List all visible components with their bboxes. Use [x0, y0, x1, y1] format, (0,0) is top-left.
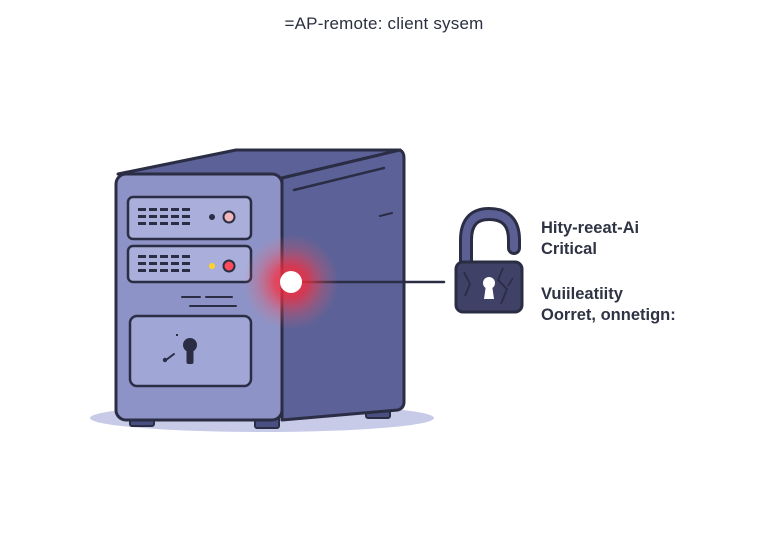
keyhole-icon: [183, 338, 197, 364]
vulnerability-detail: Oorret, onnetign:: [541, 306, 676, 324]
severity-label: Critical: [541, 240, 597, 258]
cracked-open-padlock-icon: [454, 206, 524, 314]
server-tower-icon: [114, 148, 406, 429]
status-led-yellow: [209, 263, 215, 269]
status-led-dark: [209, 214, 215, 220]
alert-led-red: [222, 259, 236, 273]
breach-glow-icon: [243, 234, 339, 330]
page-title: =AP-remote: client sysem: [284, 14, 484, 33]
alert-info-panel: Hity-reeat-Ai Critical Vuiileatiity Oorr…: [541, 218, 676, 326]
vulnerability-label: Vuiileatiity: [541, 285, 623, 303]
threat-label: Hity-reeat-Ai: [541, 219, 640, 237]
power-button: [222, 210, 236, 224]
